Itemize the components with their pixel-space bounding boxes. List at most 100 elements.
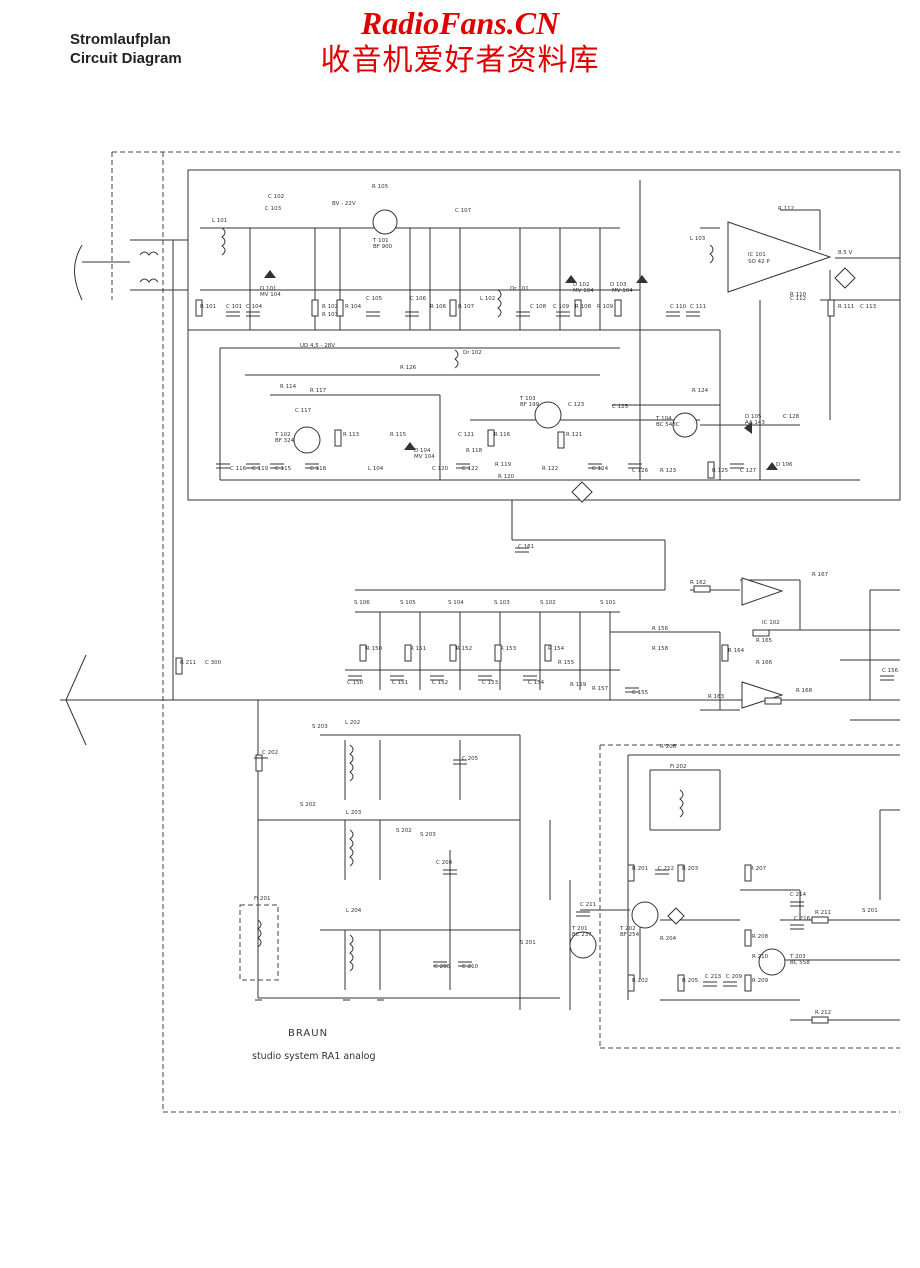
brand-logo-text: BRAUN (288, 1028, 329, 1039)
component-label: C 161 (518, 544, 534, 550)
component-label: S 203 (420, 832, 436, 838)
component-label: R 202 (632, 978, 648, 984)
component-label: C 111 (690, 304, 706, 310)
component-label: IC 102 (762, 620, 780, 626)
component-label: L 102 (480, 296, 495, 302)
component-label: C 101 (226, 304, 242, 310)
component-label: R 151 (410, 646, 426, 652)
component-label: T 104 (655, 416, 672, 422)
component-label: C 154 (528, 680, 545, 686)
component-label: T 203 (789, 954, 806, 960)
component-label: L 203 (346, 810, 362, 816)
component-label: S 201 (862, 908, 878, 914)
component-label: R 119 (495, 462, 512, 468)
component-label: C 103 (265, 206, 282, 212)
component-label: MV 104 (260, 292, 281, 298)
component-label: C 155 (632, 690, 649, 696)
component-label: R 115 (390, 432, 407, 438)
component-label: C 300 (205, 660, 222, 666)
component-label: T 102 (274, 432, 291, 438)
component-label: R 110 (790, 292, 807, 298)
component-label: AA 143 (745, 420, 765, 426)
component-label: C 104 (246, 304, 263, 310)
component-label: R 156 (652, 626, 669, 632)
component-label: R 211 (815, 910, 831, 916)
component-label: C 117 (295, 408, 312, 414)
component-label: C 216 (794, 916, 811, 922)
component-label: R 121 (566, 432, 582, 438)
component-label: C 208 (436, 860, 453, 866)
component-label: C 206 (434, 964, 451, 970)
component-label: S 201 (520, 940, 536, 946)
component-label: R 212 (815, 1010, 831, 1016)
component-label: C 123 (568, 402, 585, 408)
component-label: BF 324 (275, 438, 295, 444)
component-label: BV - 22V (332, 201, 356, 207)
component-label: C 214 (790, 892, 807, 898)
component-label: C 120 (432, 466, 449, 472)
component-label: R 122 (542, 466, 558, 472)
component-label: C 121 (458, 432, 474, 438)
component-label: C 125 (612, 404, 629, 410)
component-label: R 150 (366, 646, 383, 652)
component-label: R 165 (756, 638, 773, 644)
component-label: C 106 (410, 296, 427, 302)
watermark-chinese: 收音机爱好者资料库 (320, 43, 600, 78)
component-label: R 157 (592, 686, 609, 692)
component-label: 8.5 V (838, 250, 852, 256)
component-label: C 108 (530, 304, 547, 310)
component-label: BC 558 (790, 960, 810, 966)
component-label: S 105 (400, 600, 416, 606)
component-label: BC 237 (572, 932, 592, 938)
component-label: R 155 (558, 660, 575, 666)
component-label: R 112 (778, 206, 794, 212)
component-label: D 102 (573, 282, 589, 288)
component-label: D 104 (414, 448, 431, 454)
component-label: C 122 (462, 466, 478, 472)
component-label: C 212 (658, 866, 674, 872)
component-label: R 204 (660, 936, 677, 942)
component-label: R 208 (752, 934, 769, 940)
component-label: S 203 (312, 724, 328, 730)
component-label: R 203 (682, 866, 699, 872)
component-label: L 101 (212, 218, 227, 224)
component-label: R 210 (752, 954, 769, 960)
component-label: R 101 (200, 304, 216, 310)
component-label: BF 199 (520, 402, 540, 408)
component-label: C 151 (392, 680, 408, 686)
component-label: T 201 (571, 926, 588, 932)
component-label: R 158 (652, 646, 669, 652)
component-label: L 202 (345, 720, 360, 726)
title-english: Circuit Diagram (70, 50, 182, 67)
component-label: R 118 (466, 448, 483, 454)
component-label: L 104 (368, 466, 384, 472)
component-label: R 168 (796, 688, 813, 694)
component-label: R 106 (430, 304, 447, 310)
component-label: MV 104 (612, 288, 633, 294)
title-german: Stromlaufplan (70, 31, 171, 48)
component-label: R 205 (682, 978, 699, 984)
component-label: D 105 (745, 414, 762, 420)
component-label: C 113 (860, 304, 877, 310)
diagram-title-block: Stromlaufplan Circuit Diagram (70, 30, 182, 68)
component-label: C 118 (310, 466, 327, 472)
component-label: R 114 (280, 384, 297, 390)
component-label: R 108 (575, 304, 592, 310)
component-label: R 201 (632, 866, 648, 872)
component-label: BF 900 (373, 244, 393, 250)
component-label: R 206 (660, 744, 677, 750)
component-label: C 105 (366, 296, 383, 302)
component-label: C 128 (783, 414, 800, 420)
component-label: R 159 (570, 682, 587, 688)
component-label: S 104 (448, 600, 464, 606)
component-label: C 202 (262, 750, 278, 756)
component-label: R 164 (728, 648, 745, 654)
component-label: R 116 (494, 432, 511, 438)
component-label: BC 548C (656, 422, 680, 428)
component-label: IC 101 (748, 252, 766, 258)
component-label: BF 254 (620, 932, 640, 938)
component-label: R 207 (750, 866, 767, 872)
component-label: C 116 (230, 466, 247, 472)
component-label: C 210 (462, 964, 479, 970)
